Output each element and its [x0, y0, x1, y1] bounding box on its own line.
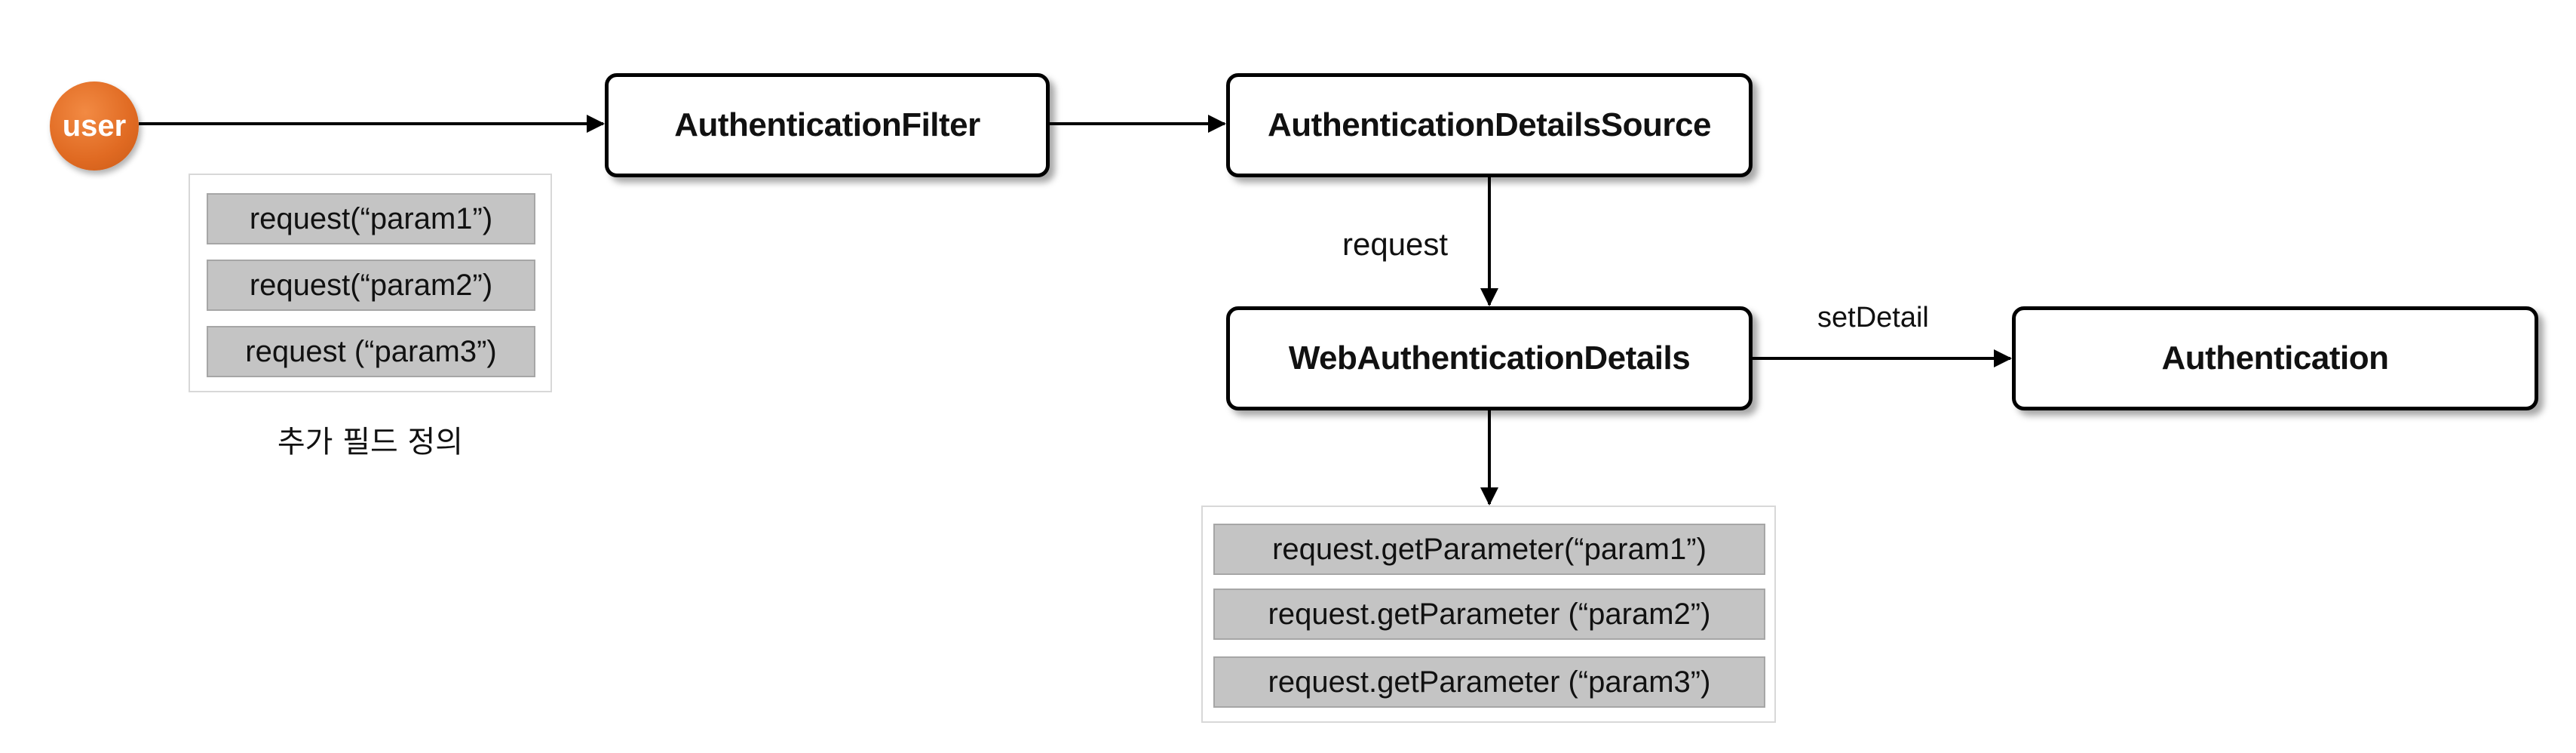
edge-label-set-detail: setDetail [1817, 302, 1929, 333]
authentication-details-source-label: AuthenticationDetailsSource [1268, 106, 1711, 143]
user-label: user [62, 109, 127, 143]
authentication-label: Authentication [2161, 340, 2389, 376]
authentication-node: Authentication [2012, 306, 2538, 410]
param-item: request.getParameter(“param1”) [1213, 524, 1765, 575]
param-item: request (“param3”) [207, 326, 535, 377]
additional-fields-panel: request(“param1”) request(“param2”) requ… [189, 174, 552, 392]
param-item: request(“param1”) [207, 193, 535, 244]
authentication-filter-node: AuthenticationFilter [605, 73, 1050, 177]
authentication-details-source-node: AuthenticationDetailsSource [1226, 73, 1753, 177]
param-item: request(“param2”) [207, 260, 535, 311]
user-node: user [50, 81, 139, 171]
get-parameter-panel: request.getParameter(“param1”) request.g… [1201, 506, 1776, 723]
param-item: request.getParameter (“param3”) [1213, 656, 1765, 708]
additional-fields-caption: 추가 필드 정의 [277, 425, 464, 459]
edge-label-request: request [1342, 226, 1449, 262]
web-authentication-details-node: WebAuthenticationDetails [1226, 306, 1753, 410]
web-authentication-details-label: WebAuthenticationDetails [1288, 340, 1691, 376]
authentication-filter-label: AuthenticationFilter [674, 106, 980, 143]
param-item: request.getParameter (“param2”) [1213, 589, 1765, 640]
